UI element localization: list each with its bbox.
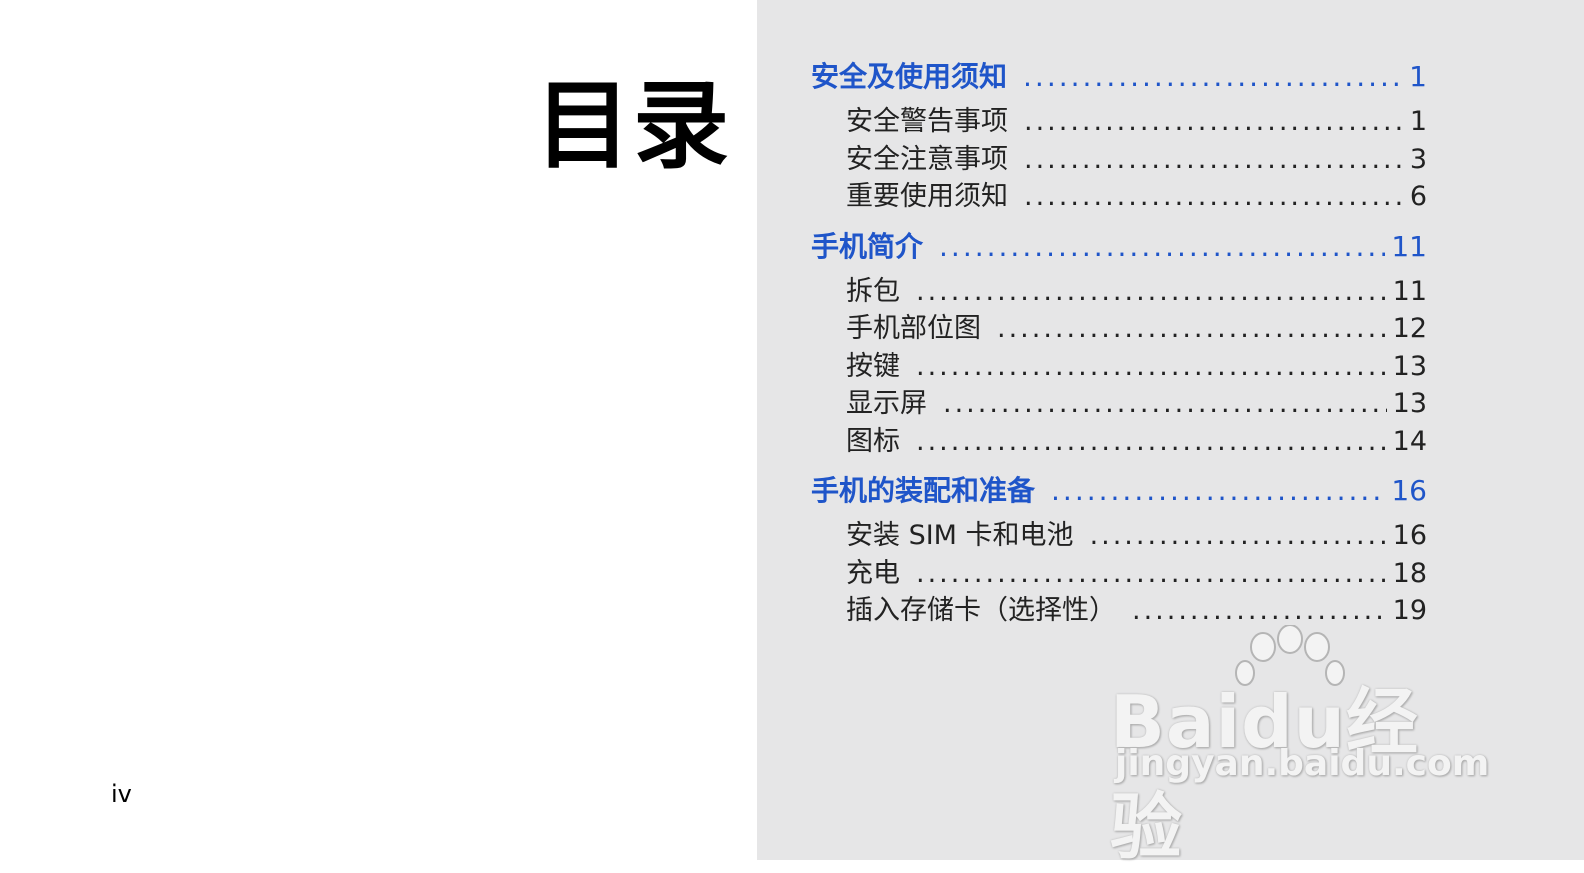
toc-entry[interactable]: 安装 SIM 卡和电池 16 bbox=[811, 513, 1427, 551]
toc-section: 手机简介 11 拆包 11 手机部位图 12 按键 13 显示屏 13 图标 1… bbox=[811, 225, 1427, 457]
toc-page-number: 11 bbox=[1391, 229, 1427, 263]
dot-leader bbox=[939, 230, 1385, 263]
left-page: 目录 iv bbox=[0, 0, 757, 860]
dot-leader bbox=[1051, 474, 1385, 507]
watermark-url: jingyan.baidu.com bbox=[1115, 743, 1490, 784]
dot-leader bbox=[1024, 144, 1404, 175]
toc-entry-label: 显示屏 bbox=[846, 388, 927, 419]
toc-entry-label: 手机部位图 bbox=[846, 313, 981, 344]
toc-section-heading[interactable]: 手机的装配和准备 16 bbox=[811, 469, 1427, 513]
toc-page-number: 18 bbox=[1392, 557, 1427, 589]
toc-page-number: 16 bbox=[1391, 474, 1427, 507]
toc-entry[interactable]: 重要使用须知 6 bbox=[811, 174, 1427, 212]
dot-leader bbox=[916, 558, 1387, 589]
table-of-contents: 安全及使用须知 1 安全警告事项 1 安全注意事项 3 重要使用须知 6 手机简… bbox=[811, 55, 1427, 639]
toc-section: 安全及使用须知 1 安全警告事项 1 安全注意事项 3 重要使用须知 6 bbox=[811, 55, 1427, 212]
dot-leader bbox=[916, 426, 1387, 457]
toc-page-number: 11 bbox=[1392, 275, 1427, 307]
toc-page-number: 12 bbox=[1392, 313, 1427, 344]
toc-entry-label: 图标 bbox=[846, 425, 900, 457]
toc-entry[interactable]: 显示屏 13 bbox=[811, 381, 1427, 419]
toc-entry[interactable]: 拆包 11 bbox=[811, 269, 1427, 307]
toc-page-number: 16 bbox=[1392, 520, 1427, 551]
toc-entry-label: 充电 bbox=[846, 557, 900, 589]
toc-entry[interactable]: 安全注意事项 3 bbox=[811, 137, 1427, 175]
page-number: iv bbox=[111, 780, 132, 808]
dot-leader bbox=[1023, 60, 1403, 93]
toc-page-number: 1 bbox=[1409, 106, 1427, 137]
toc-entry[interactable]: 安全警告事项 1 bbox=[811, 99, 1427, 137]
toc-page-number: 6 bbox=[1409, 181, 1427, 212]
toc-page-number: 13 bbox=[1392, 350, 1427, 382]
toc-section-title: 手机的装配和准备 bbox=[811, 474, 1036, 507]
dot-leader bbox=[997, 313, 1387, 344]
toc-entry[interactable]: 充电 18 bbox=[811, 551, 1427, 589]
toc-page-number: 19 bbox=[1392, 595, 1427, 626]
toc-entry[interactable]: 按键 13 bbox=[811, 344, 1427, 382]
toc-section-title: 安全及使用须知 bbox=[811, 60, 1008, 93]
toc-entry-label: 安装 SIM 卡和电池 bbox=[846, 520, 1074, 551]
toc-entry[interactable]: 手机部位图 12 bbox=[811, 306, 1427, 344]
page-title: 目录 bbox=[535, 70, 731, 182]
paw-icon bbox=[1235, 625, 1345, 686]
dot-leader bbox=[1024, 106, 1404, 137]
toc-section-title: 手机简介 bbox=[811, 229, 924, 263]
toc-entry-label: 安全警告事项 bbox=[846, 106, 1008, 137]
toc-section-heading[interactable]: 安全及使用须知 1 bbox=[811, 55, 1427, 99]
dot-leader bbox=[1090, 520, 1387, 551]
baidu-watermark: Baidu经验 jingyan.baidu.com bbox=[1110, 625, 1489, 869]
toc-entry-label: 安全注意事项 bbox=[846, 143, 1008, 175]
toc-entry[interactable]: 插入存储卡（选择性） 19 bbox=[811, 588, 1427, 626]
toc-page-number: 3 bbox=[1409, 143, 1427, 175]
dot-leader bbox=[916, 276, 1387, 307]
toc-entry-label: 按键 bbox=[846, 350, 900, 382]
toc-page-number: 14 bbox=[1392, 425, 1427, 457]
toc-section-heading[interactable]: 手机简介 11 bbox=[811, 225, 1427, 269]
toc-section: 手机的装配和准备 16 安装 SIM 卡和电池 16 充电 18 插入存储卡（选… bbox=[811, 469, 1427, 626]
dot-leader bbox=[943, 388, 1387, 419]
dot-leader bbox=[1024, 181, 1404, 212]
dot-leader bbox=[1132, 595, 1387, 626]
toc-entry-label: 插入存储卡（选择性） bbox=[846, 595, 1116, 626]
watermark-brand: Baidu经验 bbox=[1110, 680, 1419, 869]
toc-page-number: 13 bbox=[1392, 388, 1427, 419]
toc-entry-label: 重要使用须知 bbox=[846, 181, 1008, 212]
toc-page-number: 1 bbox=[1409, 60, 1427, 93]
toc-entry-label: 拆包 bbox=[846, 275, 900, 307]
toc-entry[interactable]: 图标 14 bbox=[811, 419, 1427, 457]
dot-leader bbox=[916, 351, 1387, 382]
